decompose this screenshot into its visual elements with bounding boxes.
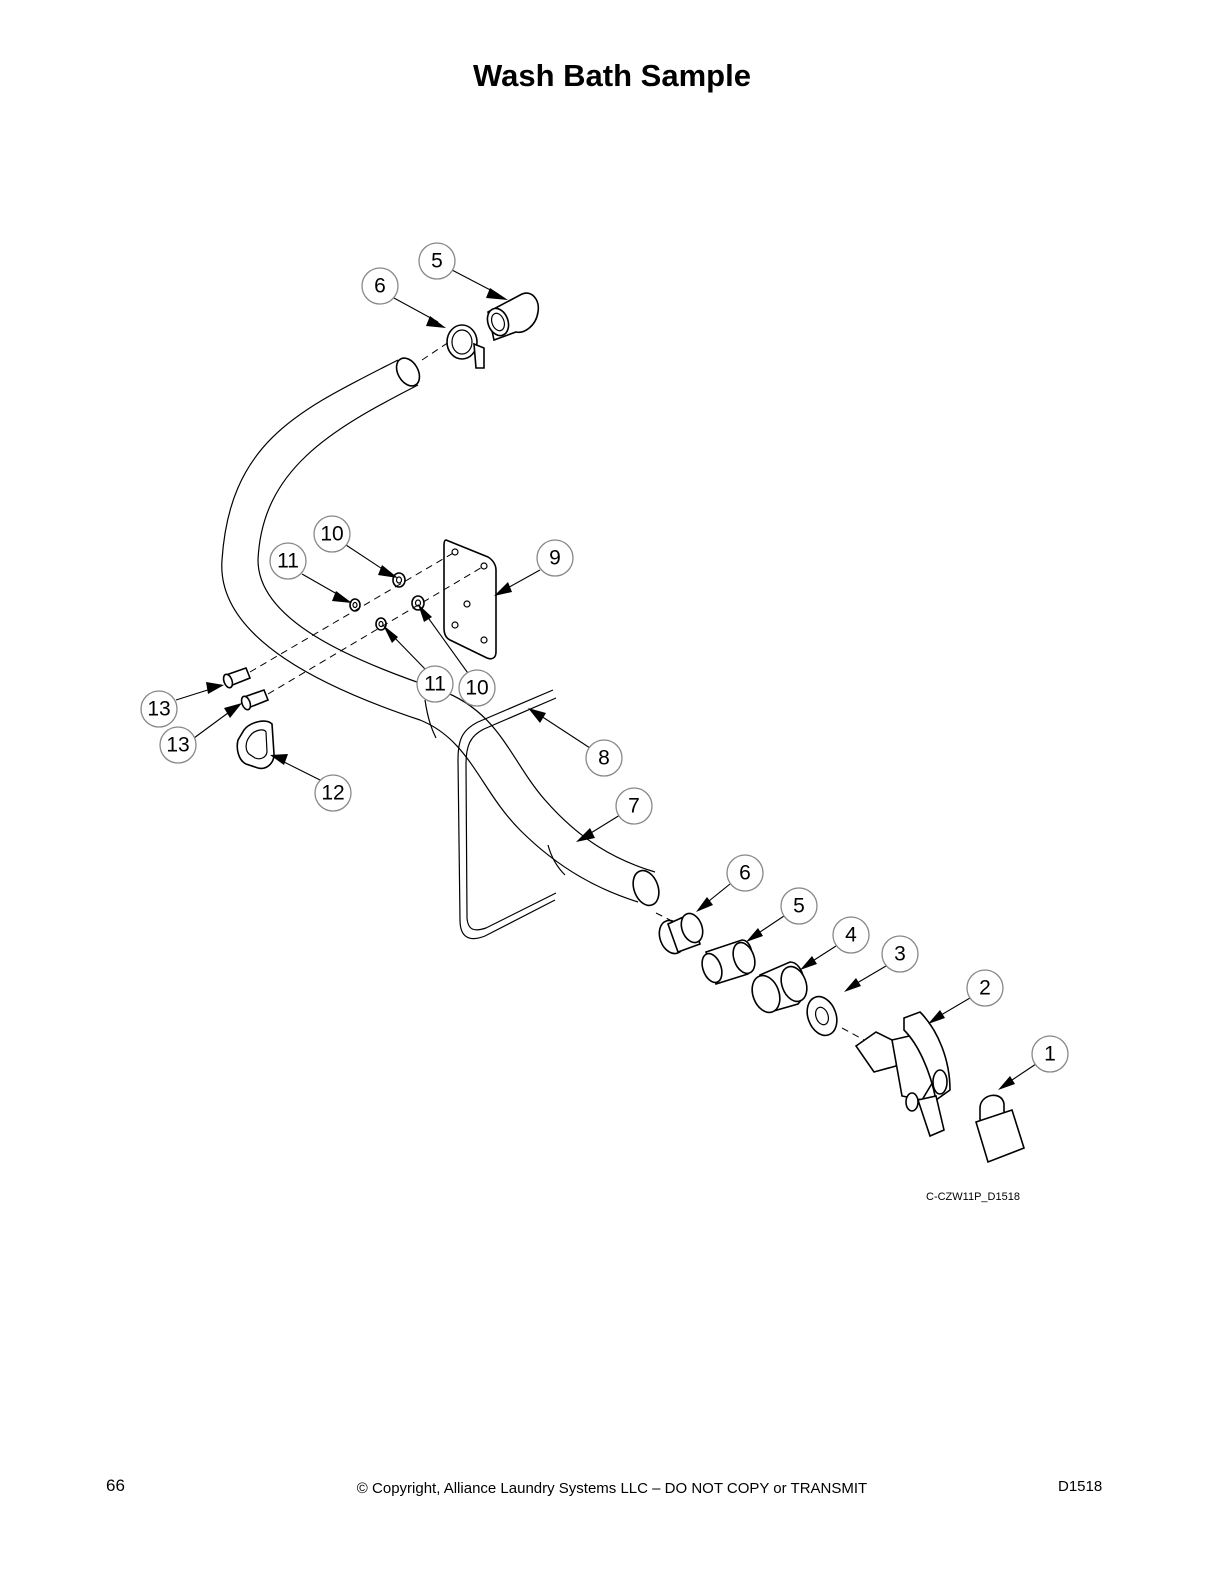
padlock-part-1: [975, 1094, 1025, 1164]
copyright-notice: © Copyright, Alliance Laundry Systems LL…: [356, 1480, 868, 1497]
callout-number: 2: [979, 977, 991, 1000]
callout-balloon: 6: [361, 267, 399, 305]
callout-number: 5: [793, 895, 805, 918]
callout-balloon: 13: [159, 726, 197, 764]
mounting-plate-part-9: [443, 539, 497, 660]
callout-balloon: 5: [780, 887, 818, 925]
callout-number: 13: [147, 698, 170, 721]
hose-part-7: [221, 357, 660, 907]
callout-balloon: 1: [1031, 1035, 1069, 1073]
callout-number: 13: [166, 734, 189, 757]
document-number: D1518: [1058, 1478, 1103, 1495]
callout-number: 7: [628, 795, 640, 818]
page-title: Wash Bath Sample: [473, 58, 751, 93]
callout-number: 12: [321, 782, 344, 805]
callout-balloon: 11: [269, 542, 307, 580]
callout-number: 10: [320, 523, 343, 546]
callout-number: 3: [894, 943, 906, 966]
callout-number: 6: [739, 862, 751, 885]
washers-parts-10-11: [349, 572, 425, 631]
callout-number: 6: [374, 275, 386, 298]
callout-balloon: 4: [832, 916, 870, 954]
callout-number: 8: [598, 747, 610, 770]
page-number: 66: [106, 1476, 125, 1495]
callout-balloon: 13: [140, 690, 178, 728]
callout-balloon: 9: [536, 539, 574, 577]
callout-balloon: 8: [585, 739, 623, 777]
callout-number: 11: [424, 673, 446, 696]
screws-part-13: [222, 666, 270, 711]
grommet-part-12: [236, 720, 275, 770]
callout-balloon: 3: [881, 935, 919, 973]
callout-number: 11: [277, 550, 299, 573]
top-fittings: [446, 292, 540, 369]
callout-number: 10: [465, 677, 488, 700]
callout-number: 4: [845, 924, 857, 947]
callout-balloon: 5: [418, 242, 456, 280]
callout-balloon: 2: [966, 969, 1004, 1007]
drawing-id: C-CZW11P_D1518: [926, 1191, 1020, 1203]
callout-balloon: 10: [313, 515, 351, 553]
callout-balloon: 10: [458, 669, 496, 707]
callout-number: 1: [1044, 1043, 1056, 1066]
callout-balloon: 7: [615, 787, 653, 825]
callout-leaders: [175, 269, 1037, 1090]
callout-balloon: 6: [726, 854, 764, 892]
callout-number: 5: [431, 250, 443, 273]
lower-fittings: [658, 912, 838, 1037]
callout-balloon: 11: [416, 665, 454, 703]
bracket-part-8: [457, 689, 557, 940]
faucet-part-2: [854, 1011, 951, 1138]
callout-number: 9: [549, 547, 561, 570]
callout-balloon: 12: [314, 774, 352, 812]
